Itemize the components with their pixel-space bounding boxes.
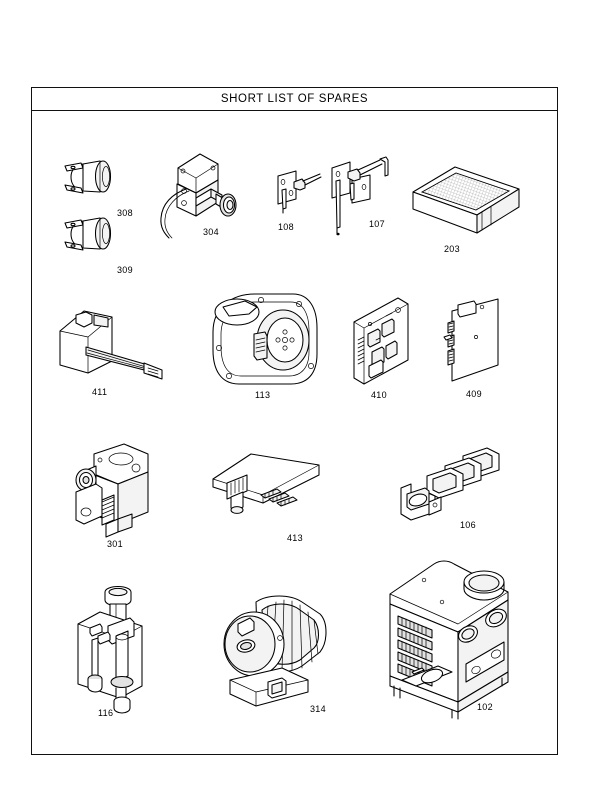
part-203-air-filter: 203 xyxy=(407,163,525,254)
part-413-label: 413 xyxy=(287,533,303,543)
part-304-illustration xyxy=(156,150,252,244)
page-title: SHORT LIST OF SPARES xyxy=(220,93,369,105)
part-106-label: 106 xyxy=(460,520,476,530)
part-108-illustration xyxy=(272,163,324,225)
part-108-label: 108 xyxy=(278,222,294,232)
part-411-illustration xyxy=(52,303,172,395)
part-304-label: 304 xyxy=(203,227,219,237)
part-106-sight-glass-set: 106 xyxy=(395,446,505,530)
part-409-power-board: 409 xyxy=(436,293,508,399)
part-314-label: 314 xyxy=(310,704,326,714)
part-102-illustration xyxy=(372,556,524,720)
part-107-label: 107 xyxy=(369,219,385,229)
part-411-label: 411 xyxy=(92,387,108,397)
part-308-limit-thermostat-upper: 308 xyxy=(59,158,133,218)
part-203-label: 203 xyxy=(444,244,460,254)
part-102-heat-exchanger: 102 xyxy=(372,556,524,720)
part-410-illustration xyxy=(348,296,416,396)
diagram-frame: SHORT LIST OF SPARES 308 xyxy=(31,87,558,755)
part-107-ignition-electrode-assembly: 107 xyxy=(324,151,398,241)
part-106-illustration xyxy=(395,446,505,528)
part-113-label: 113 xyxy=(255,390,271,400)
part-308-label: 308 xyxy=(117,208,133,218)
part-107-illustration xyxy=(324,151,398,241)
part-409-illustration xyxy=(436,293,508,395)
part-116-illustration xyxy=(64,580,160,720)
part-108-flame-sensor-electrode: 108 xyxy=(272,163,324,232)
part-413-illustration xyxy=(207,451,329,537)
part-102-label: 102 xyxy=(477,702,493,712)
part-301-label: 301 xyxy=(107,539,123,549)
part-203-illustration xyxy=(407,163,525,241)
part-314-illustration xyxy=(216,588,336,720)
part-308-illustration xyxy=(59,158,121,204)
title-bar: SHORT LIST OF SPARES xyxy=(32,88,557,111)
part-314-oil-pump-motor: 314 xyxy=(216,588,336,720)
part-116-burner-nozzle: 116 xyxy=(64,580,160,720)
part-309-label: 309 xyxy=(117,265,133,275)
part-413-display-pcb: 413 xyxy=(207,451,329,543)
part-410-label: 410 xyxy=(371,390,387,400)
part-410-control-board: 410 xyxy=(348,296,416,400)
part-304-solenoid-valve: 304 xyxy=(156,150,252,244)
part-301-gas-valve: 301 xyxy=(62,440,166,549)
part-409-label: 409 xyxy=(466,389,482,399)
part-301-illustration xyxy=(62,440,166,548)
part-309-limit-thermostat-lower: 309 xyxy=(59,215,133,275)
part-411-ignition-transformer: 411 xyxy=(52,303,172,397)
part-309-illustration xyxy=(59,215,121,261)
part-116-label: 116 xyxy=(98,708,114,718)
part-113-illustration xyxy=(199,288,321,400)
part-113-combustion-fan: 113 xyxy=(199,288,321,400)
